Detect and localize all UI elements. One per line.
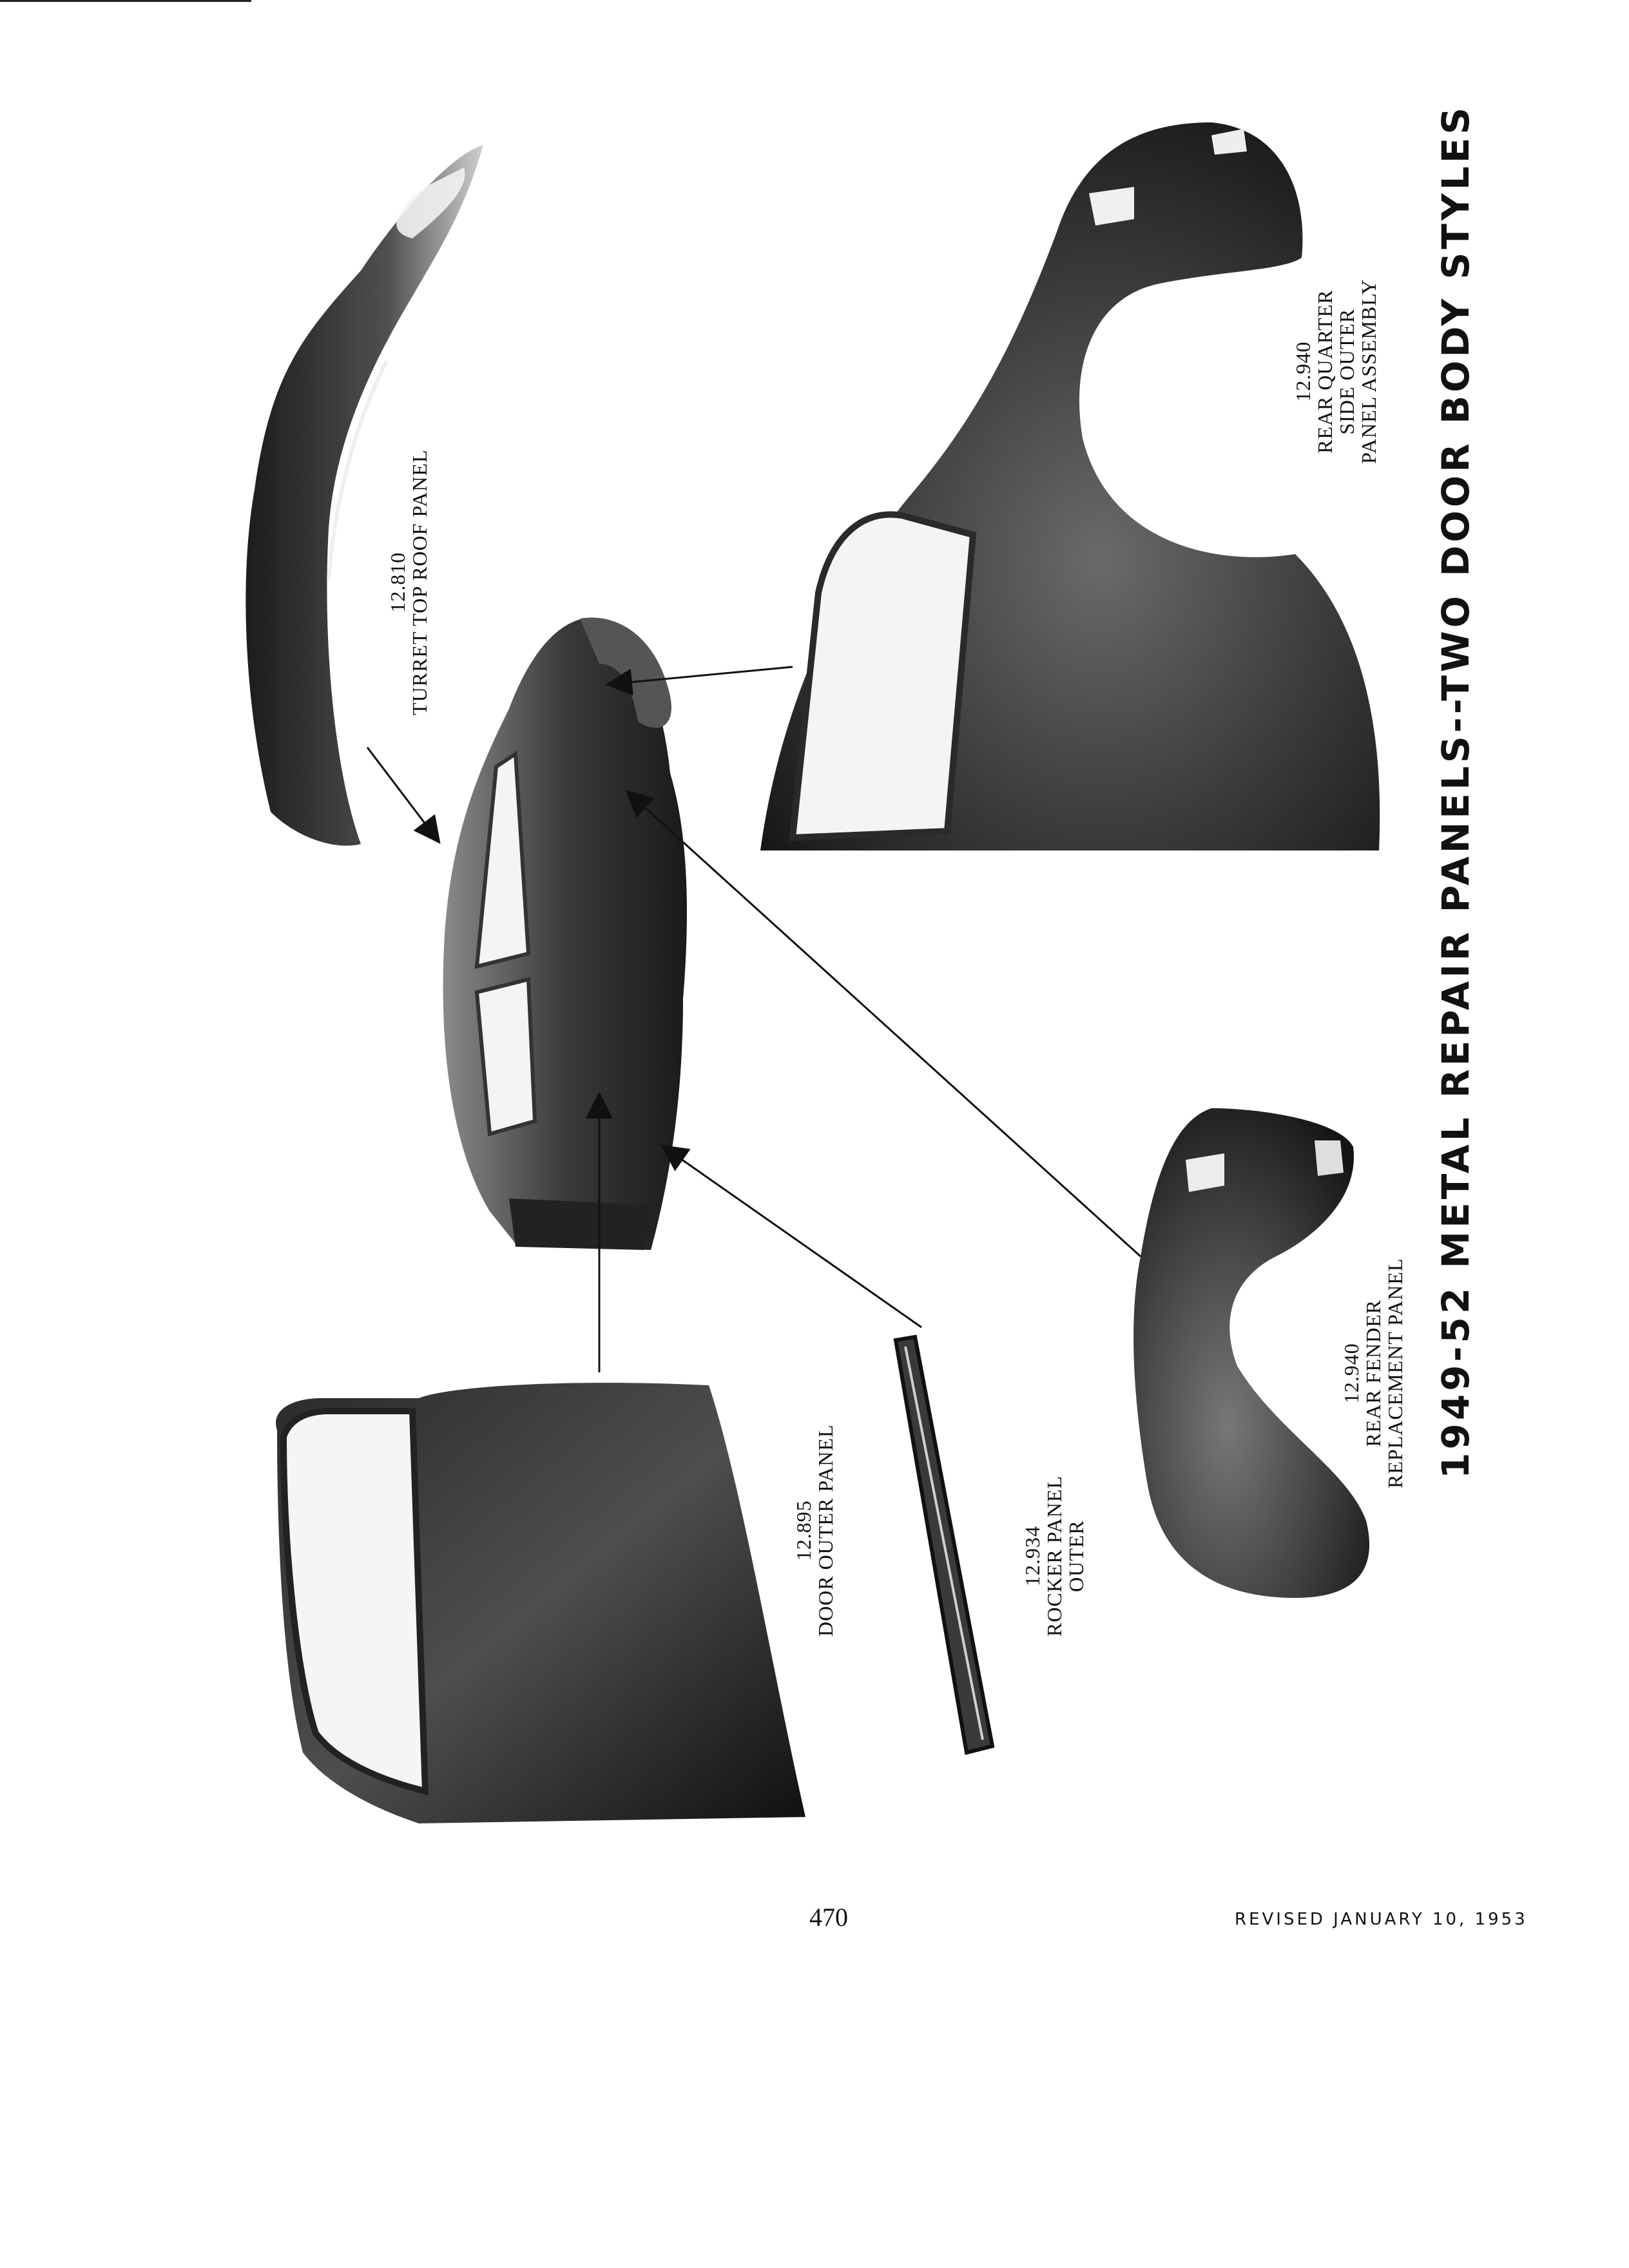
rear-quarter-panel-image (760, 122, 1380, 850)
label-rocker: 12.934 ROCKER PANEL OUTER (1021, 1475, 1088, 1637)
label-door-number: 12.895 (792, 1500, 815, 1561)
leader-arrows (366, 666, 1142, 1372)
label-roof-number: 12.810 (386, 552, 409, 613)
label-fender-line2: REPLACEMENT PANEL (1383, 1258, 1407, 1488)
label-quarter-line2: SIDE OUTER (1335, 308, 1358, 435)
label-door-name: DOOR OUTER PANEL (814, 1424, 837, 1637)
roof-panel-image (246, 145, 483, 846)
label-quarter-number: 12.940 (1291, 341, 1315, 402)
door-panel-image (276, 1383, 805, 1823)
label-quarter: 12.940 REAR QUARTER SIDE OUTER PANEL ASS… (1291, 279, 1380, 464)
page-number: 470 (809, 1903, 848, 1932)
rocker-panel-image (893, 1334, 995, 1755)
arrow-fender (625, 789, 1142, 1258)
arrow-rocker (660, 1144, 922, 1329)
body-shell-image (443, 617, 687, 1250)
page-title: 1949-52 METAL REPAIR PANELS--TWO DOOR BO… (1434, 104, 1478, 1479)
arrow-quarter (605, 666, 793, 696)
label-rocker-line1: ROCKER PANEL (1043, 1475, 1066, 1637)
label-fender: 12.940 REAR FENDER REPLACEMENT PANEL (1340, 1258, 1407, 1488)
label-door: 12.895 DOOR OUTER PANEL (792, 1424, 837, 1637)
revision-date: REVISED JANUARY 10, 1953 (1235, 1910, 1528, 1929)
label-quarter-line3: PANEL ASSEMBLY (1357, 279, 1380, 464)
label-rocker-line2: OUTER (1065, 1520, 1088, 1592)
label-quarter-line1: REAR QUARTER (1313, 289, 1336, 454)
label-fender-line1: REAR FENDER (1362, 1299, 1385, 1447)
label-roof: 12.810 TURRET TOP ROOF PANEL (386, 449, 431, 716)
top-rule (0, 0, 251, 2)
rear-fender-panel-image (1133, 1108, 1370, 1598)
arrow-roof (366, 747, 441, 844)
label-fender-number: 12.940 (1340, 1343, 1363, 1404)
label-rocker-number: 12.934 (1021, 1526, 1044, 1587)
label-roof-name: TURRET TOP ROOF PANEL (408, 449, 431, 716)
